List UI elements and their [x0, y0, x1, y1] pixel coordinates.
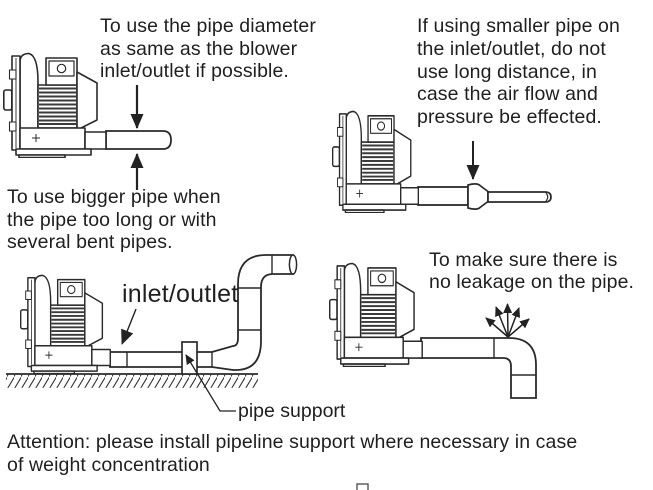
caption-equal-diameter: To use the pipe diameter as same as the … [100, 15, 316, 82]
pipe-joints [126, 255, 273, 367]
blower-illustration [329, 262, 424, 367]
blower-illustration [3, 52, 107, 158]
large-pipe [417, 186, 469, 206]
scene-pipe-support [6, 254, 298, 412]
pipe-end-lip [545, 192, 549, 202]
bent-pipe-run [109, 254, 294, 371]
blower-illustration [20, 274, 112, 374]
inlet-outlet-leader-arrow-icon [121, 308, 137, 345]
caption-bigger-pipe: To use bigger pipe when the pipe too lon… [7, 186, 221, 253]
clipped-artifact [356, 483, 369, 490]
scene-smaller-pipe [332, 110, 552, 213]
blower-illustration [332, 110, 420, 213]
ground-hatching [6, 374, 258, 388]
pipe-support-label: pipe support [238, 400, 346, 422]
scene-leakage [329, 262, 537, 399]
pipe-support-leader-arrow-icon [185, 354, 236, 412]
reducer-fitting [467, 183, 489, 210]
leak-arrows-icon [485, 303, 530, 338]
pipe-open-end [288, 254, 298, 275]
caption-smaller-pipe: If using smaller pipe on the inlet/outle… [417, 15, 620, 129]
elbow-pipe [420, 337, 537, 399]
small-pipe [487, 191, 552, 203]
caption-leakage: To make sure there is no leakage on the … [429, 249, 635, 293]
inlet-outlet-label: inlet/outlet [122, 280, 239, 308]
scene-equal-diameter [3, 52, 172, 190]
straight-pipe [105, 130, 172, 150]
pipe-joints [493, 338, 536, 376]
attention-note: Attention: please install pipeline suppo… [7, 431, 578, 476]
